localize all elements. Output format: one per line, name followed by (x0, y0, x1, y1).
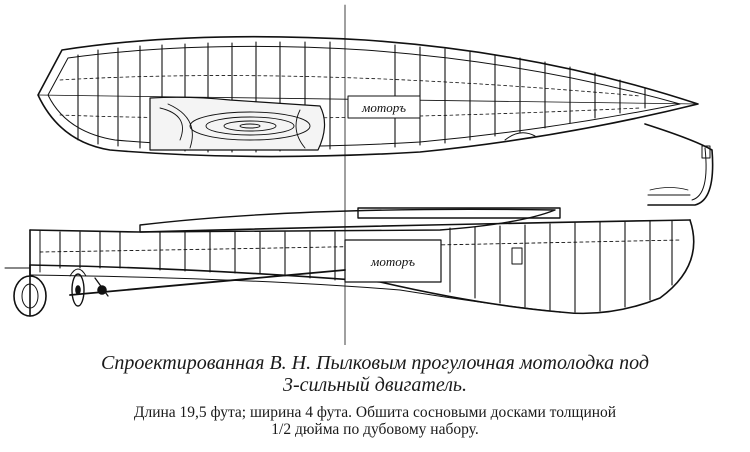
plan-motor-label: моторъ (361, 100, 406, 115)
profile-motor-box (344, 239, 442, 283)
profile-motor-label: моторъ (370, 254, 415, 269)
boat-drawing: моторъ (4, 4, 714, 345)
plan-view: моторъ (37, 35, 699, 158)
caption-desc-line2: 1/2 дюйма по дубовому набору. (271, 421, 479, 438)
caption-title-line1: Спроектированная В. Н. Пылковым прогулоч… (101, 352, 649, 374)
caption-title-line2: 3-сильный двигатель. (282, 374, 468, 396)
profile-cabin (357, 207, 561, 219)
plan-floor-cutaway (149, 96, 326, 151)
plan-hull-outline (37, 35, 699, 158)
profile-bow (559, 219, 695, 315)
caption-desc-line1: Длина 19,5 фута; ширина 4 фута. Обшита с… (133, 404, 617, 421)
propeller-shaft (69, 269, 346, 296)
plan-motor-box (347, 95, 421, 119)
cross-section (644, 123, 714, 206)
profile-view: моторъ (4, 207, 695, 317)
propeller (69, 268, 87, 307)
